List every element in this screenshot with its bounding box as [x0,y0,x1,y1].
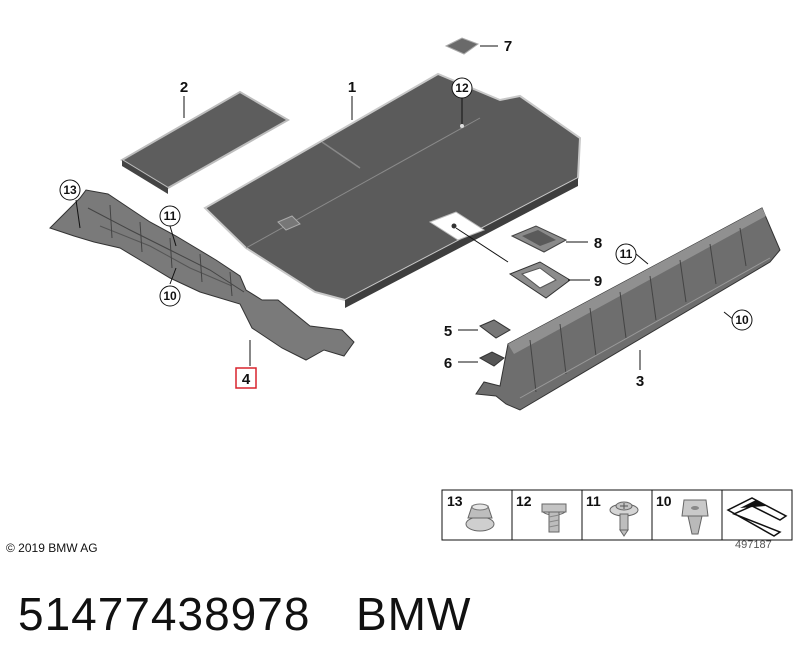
hex-nut-icon [465,503,495,532]
part-6-cap [478,351,505,367]
callout-8: 8 [594,235,602,252]
svg-text:12: 12 [455,81,469,95]
part-3-loading-sill-trim [475,207,781,411]
circled-callout-12: 12 [451,77,473,99]
legend-item-12: 12 [516,493,567,533]
circled-callout-11-right: 11 [615,243,637,265]
diagram-id: 497187 [735,539,772,551]
part-7-cap [444,37,480,55]
circled-callout-10-right: 10 [731,309,753,331]
part-8-handle-trim [510,225,568,253]
part-9-handle-frame [508,261,571,299]
part-2-floor-cover-small [120,90,291,194]
svg-text:13: 13 [447,493,463,509]
callout-3: 3 [636,373,644,390]
svg-text:11: 11 [164,209,177,223]
washer-screw-icon [609,501,639,537]
circled-callout-11-left: 11 [159,205,181,227]
brand-name: BMW [356,588,472,640]
part-number: 51477438978 [18,588,311,640]
copyright-notice: © 2019 BMW AG [6,541,98,555]
callout-1: 1 [348,79,356,96]
svg-text:11: 11 [620,247,633,261]
clip-nut-icon [681,499,709,535]
legend-item-10: 10 [656,493,709,535]
svg-text:11: 11 [586,493,601,509]
callout-4-highlighted: 4 [235,367,257,389]
part-5-clip [479,319,511,339]
circled-callout-13: 13 [59,179,81,201]
svg-text:13: 13 [63,183,77,197]
callout-2: 2 [180,79,188,96]
legend-item-11: 11 [586,493,639,537]
callout-4: 4 [242,371,251,388]
legend-item-13: 13 [447,493,495,532]
screw-icon [541,503,567,533]
callout-9: 9 [594,273,602,290]
leader-lines [75,45,735,370]
part-4-carrier-bracket [49,189,355,361]
svg-text:12: 12 [516,493,532,509]
svg-text:10: 10 [656,493,672,509]
installation-direction-icon [726,497,788,537]
svg-text:10: 10 [735,313,749,327]
part-1-luggage-floor [203,72,582,308]
svg-text:10: 10 [163,289,177,303]
fastener-legend: 13 12 11 [441,489,793,541]
circled-callout-10-left: 10 [159,285,181,307]
callout-5: 5 [444,323,452,340]
callout-6: 6 [444,355,452,372]
callout-7: 7 [504,38,512,55]
